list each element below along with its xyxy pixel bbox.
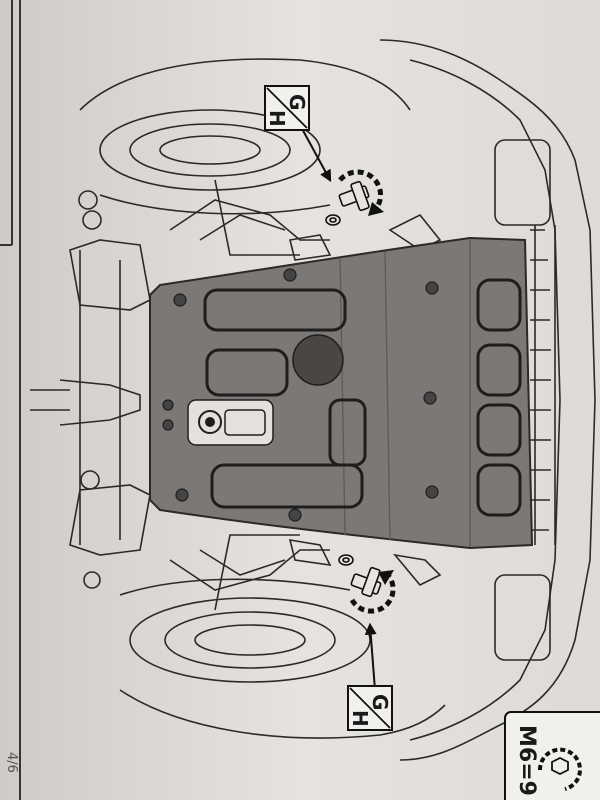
torque-spec-box: M6=9 xyxy=(504,711,600,800)
torque-spec-text: M6=9 xyxy=(514,725,539,796)
rotation-arrow-head xyxy=(368,202,384,216)
marker-bottom-letter-g: G xyxy=(368,694,392,710)
marker-g-h-top: G H xyxy=(264,85,310,131)
marker-top-letter-g: G xyxy=(285,94,309,110)
skid-plate xyxy=(149,236,534,550)
vehicle-underside-outline xyxy=(30,39,596,761)
bolt-icon xyxy=(350,566,382,598)
marker-g-h-bottom: G H xyxy=(347,685,393,731)
marker-bottom-letter-h: H xyxy=(348,710,372,727)
rotation-arrow-icon xyxy=(349,573,396,614)
marker-leader-line xyxy=(364,622,377,691)
bolt-icon xyxy=(338,180,370,212)
top-mounting-detail: G H xyxy=(264,85,384,226)
rotation-arrow-icon xyxy=(338,169,384,212)
marker-top-letter-h: H xyxy=(265,110,289,127)
bottom-mounting-detail: G H xyxy=(338,554,396,731)
nut-icon xyxy=(338,554,354,566)
marker-leader-line xyxy=(299,124,332,183)
page-frame xyxy=(0,0,21,800)
page-number: 4/6 xyxy=(4,752,19,773)
torque-wrench-icon xyxy=(537,747,582,791)
rotation-arrow-head xyxy=(378,570,394,585)
nut-icon xyxy=(325,214,341,226)
